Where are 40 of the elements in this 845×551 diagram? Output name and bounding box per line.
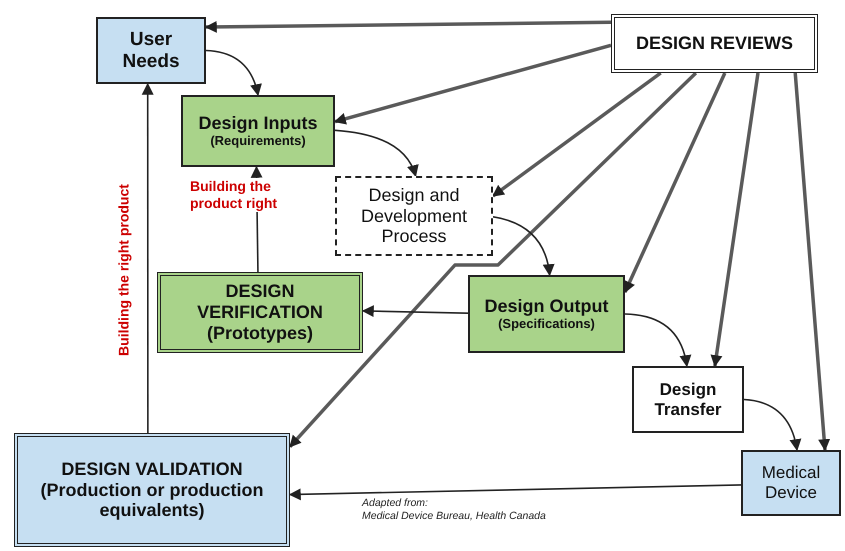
arrow <box>362 305 468 318</box>
arrow <box>744 398 801 452</box>
process-box <box>468 275 625 353</box>
arrow <box>793 72 830 452</box>
box-title: DESIGN VALIDATION <box>60 458 244 480</box>
arrow <box>206 50 262 96</box>
box-subtitle: (Prototypes) <box>206 322 314 344</box>
process-box <box>96 17 206 84</box>
arrow <box>288 72 698 448</box>
source-note: Adapted from: <box>362 497 428 509</box>
box-title: User Needs <box>121 28 181 72</box>
box-title: Medical Device <box>760 463 822 503</box>
source-note: Medical Device Bureau, Health Canada <box>362 510 546 522</box>
arrow <box>624 313 691 368</box>
arrow <box>334 129 418 178</box>
box-subtitle: (Specifications) <box>498 316 595 332</box>
box-title: Design Transfer <box>653 380 723 420</box>
arrow <box>492 216 554 276</box>
box-title: Design Inputs <box>197 113 318 134</box>
box-subtitle: (Production or production equivalents) <box>40 480 264 522</box>
process-box <box>14 433 290 547</box>
arrow <box>142 82 154 433</box>
process-box <box>335 176 493 256</box>
arrow <box>492 72 662 198</box>
box-title: DESIGN VERIFICATION <box>196 281 324 323</box>
edge-label: Building the right product <box>116 184 132 356</box>
arrow <box>710 72 760 368</box>
process-box <box>181 95 335 167</box>
process-box <box>741 450 841 516</box>
box-subtitle: (Requirements) <box>210 134 306 149</box>
arrow <box>623 72 726 294</box>
process-box <box>611 14 818 73</box>
process-box <box>157 272 363 353</box>
arrow <box>204 20 612 33</box>
box-title: Design and Development Process <box>360 184 468 248</box>
process-box <box>632 366 744 433</box>
box-title: Design Output <box>484 296 610 317</box>
arrow <box>334 44 612 125</box>
box-title: DESIGN REVIEWS <box>634 33 794 54</box>
arrow <box>288 484 742 500</box>
